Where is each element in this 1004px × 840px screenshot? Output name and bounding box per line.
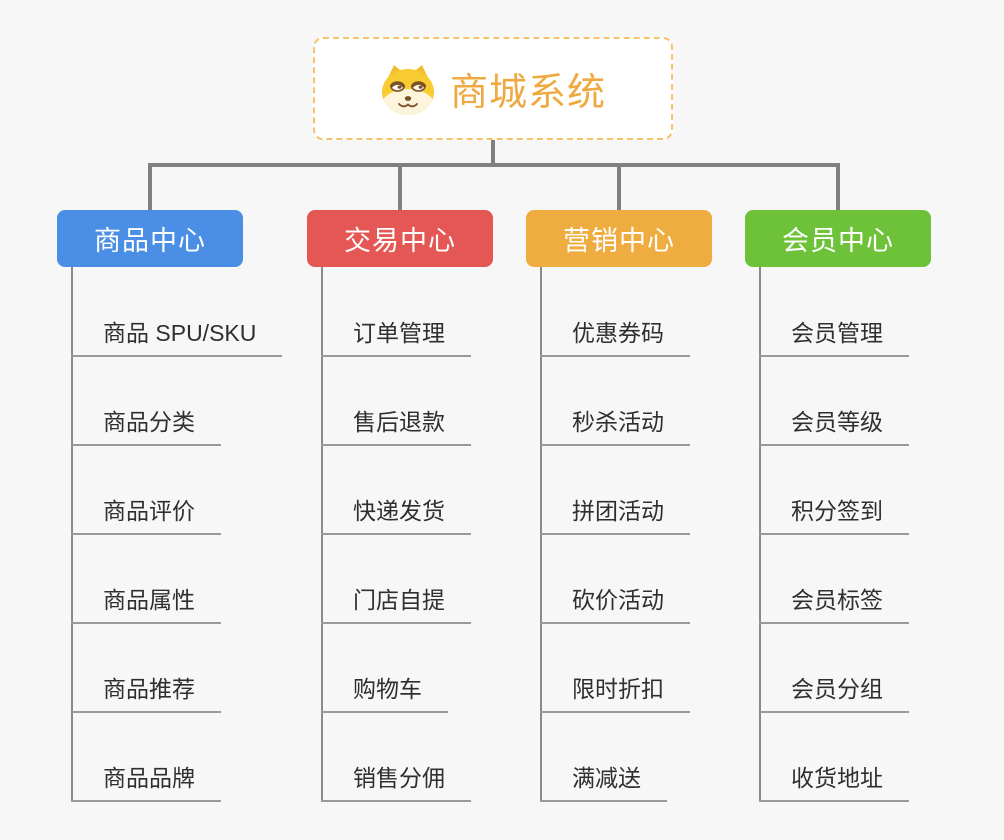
subtopic[interactable]: 商品分类 — [71, 404, 221, 446]
connector-drop — [836, 163, 840, 210]
subtopic[interactable]: 商品评价 — [71, 493, 221, 535]
branch-topic-4[interactable]: 会员中心 — [745, 210, 931, 267]
subtopic[interactable]: 优惠券码 — [540, 315, 690, 357]
root-topic[interactable]: 商城系统 — [313, 37, 673, 140]
subtopic[interactable]: 拼团活动 — [540, 493, 690, 535]
connector-drop — [148, 163, 152, 210]
subtopic[interactable]: 订单管理 — [321, 315, 471, 357]
subtopic[interactable]: 秒杀活动 — [540, 404, 690, 446]
subtopic[interactable]: 满减送 — [540, 760, 667, 802]
subtopic[interactable]: 商品属性 — [71, 582, 221, 624]
subtopic[interactable]: 售后退款 — [321, 404, 471, 446]
subtopic[interactable]: 会员分组 — [759, 671, 909, 713]
subtopic[interactable]: 销售分佣 — [321, 760, 471, 802]
subtopic[interactable]: 会员管理 — [759, 315, 909, 357]
branch-topic-label: 营销中心 — [563, 226, 675, 256]
branch-topic-label: 会员中心 — [782, 226, 894, 256]
dog-face-icon — [380, 63, 436, 115]
connector-drop — [398, 163, 402, 210]
branch-topic-1[interactable]: 商品中心 — [57, 210, 243, 267]
subtopic[interactable]: 砍价活动 — [540, 582, 690, 624]
subtopic[interactable]: 积分签到 — [759, 493, 909, 535]
subtopic[interactable]: 商品 SPU/SKU — [71, 315, 283, 357]
branch-topic-2[interactable]: 交易中心 — [307, 210, 493, 267]
root-topic-title: 商城系统 — [449, 72, 606, 114]
branch-topic-label: 交易中心 — [344, 226, 456, 256]
connector-root-stem — [491, 140, 495, 165]
branch-topic-label: 商品中心 — [94, 226, 206, 256]
connector-drop — [617, 163, 621, 210]
subtopic[interactable]: 会员等级 — [759, 404, 909, 446]
subtopic[interactable]: 会员标签 — [759, 582, 909, 624]
subtopic[interactable]: 快递发货 — [321, 493, 471, 535]
connector-rail — [148, 163, 840, 167]
subtopic[interactable]: 商品推荐 — [71, 671, 221, 713]
subtopic[interactable]: 门店自提 — [321, 582, 471, 624]
subtopic[interactable]: 商品品牌 — [71, 760, 221, 802]
subtopic[interactable]: 收货地址 — [759, 760, 909, 802]
subtopic[interactable]: 购物车 — [321, 671, 448, 713]
branch-topic-3[interactable]: 营销中心 — [526, 210, 712, 267]
subtopic[interactable]: 限时折扣 — [540, 671, 690, 713]
